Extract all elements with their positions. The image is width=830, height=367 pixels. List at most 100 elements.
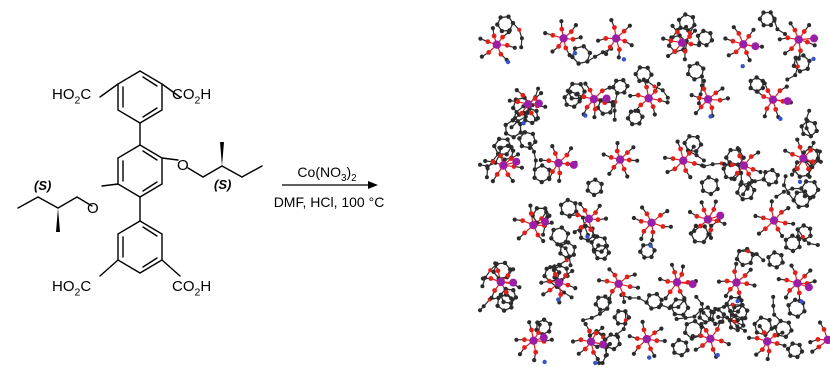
carbon-atom (690, 15, 696, 20)
cobalt-atom (642, 334, 651, 344)
carbon-atom (752, 321, 757, 327)
chain-atom (806, 241, 811, 246)
carboxylate-carbon (662, 155, 668, 160)
carbon-atom (802, 309, 807, 314)
oxygen-atom (798, 48, 803, 54)
oxygen-atom (592, 106, 598, 112)
reaction-arrow-group: Co(NO3)2 DMF, HCl, 100 °C (274, 164, 385, 210)
oxygen-atom (563, 45, 569, 51)
carbon-atom (596, 295, 601, 300)
carbon-atom (757, 16, 763, 22)
nitrogen-atom (708, 114, 713, 119)
carbon-atom (692, 319, 698, 324)
carbon-atom (715, 186, 720, 192)
carboxylate-carbon (666, 53, 671, 59)
oxygen-atom (796, 290, 802, 296)
oxygen-atom (532, 96, 538, 101)
oxygen-atom (727, 286, 733, 292)
carbon-atom (638, 249, 643, 254)
carbon-atom (637, 78, 642, 84)
oxygen-atom (611, 164, 617, 170)
carbon-atom (510, 20, 516, 26)
oxygen-atom (528, 110, 534, 116)
carboxylate-carbon (597, 203, 602, 208)
carbon-atom (794, 160, 800, 165)
chain-atom (807, 108, 812, 113)
carboxylate-carbon (786, 206, 791, 211)
carboxylate-carbon (723, 293, 729, 299)
oxygen-atom (557, 170, 563, 176)
carboxylate-carbon (726, 53, 731, 58)
carbon-atom (517, 136, 522, 141)
nitrogen-atom (647, 355, 652, 360)
carboxylate-carbon (693, 347, 698, 352)
chain-atom (480, 284, 485, 289)
carbon-atom (617, 341, 622, 347)
carboxylate-carbon (615, 141, 620, 146)
oxygen-atom (553, 272, 558, 277)
nitrogen-atom (542, 359, 547, 365)
carbon-atom (714, 178, 719, 183)
carbon-atom (612, 315, 617, 320)
carbon-atom (495, 22, 500, 27)
carboxylate-carbon (652, 353, 657, 358)
carbon-atom (603, 294, 608, 299)
carboxylate-carbon (796, 56, 801, 61)
chain-atom (517, 27, 522, 32)
carboxylate-carbon (567, 53, 572, 58)
chain-atom (804, 126, 809, 131)
conditions-label: DMF, HCl, 100 °C (274, 194, 385, 210)
oxygen-atom (779, 209, 784, 215)
carboxylate-carbon (661, 36, 666, 41)
carbon-atom (683, 12, 688, 17)
carbon-atom (582, 89, 587, 94)
carboxylate-carbon (550, 144, 555, 149)
chain-atom (743, 328, 747, 333)
oxygen-atom (665, 279, 671, 284)
chain-atom (694, 153, 699, 158)
chain-atom (612, 108, 617, 113)
oxygen-atom (737, 153, 743, 159)
carboxylate-carbon (747, 335, 752, 340)
carboxylate-carbon (512, 217, 517, 222)
carbon-atom (790, 341, 795, 346)
carbon-atom (644, 300, 649, 305)
carbon-atom (812, 180, 817, 185)
carboxylate-carbon (629, 43, 634, 48)
oxygen-atom (670, 156, 676, 162)
oxygen-atom (701, 207, 707, 213)
carbon-atom (728, 147, 733, 153)
cobalt-atom (496, 277, 505, 287)
carbon-atom (614, 78, 619, 84)
carbon-atom (509, 305, 514, 310)
carbon-atom (502, 260, 508, 266)
oxygen-atom (591, 350, 596, 355)
carbon-atom (511, 105, 516, 111)
carbon-atom (805, 66, 810, 72)
carbon-atom (702, 224, 707, 229)
oxygen-atom (627, 284, 633, 290)
carbon-atom (558, 202, 564, 207)
oxygen-atom (652, 88, 658, 94)
carboxylate-carbon (692, 28, 698, 33)
carbon-atom (796, 204, 801, 209)
carboxylate-carbon (557, 178, 562, 183)
chain-atom (569, 295, 574, 300)
oxygen-atom (795, 166, 800, 172)
oxygen-atom (593, 210, 598, 216)
carbon-atom (593, 177, 598, 182)
oxygen-atom (522, 230, 527, 236)
cobalt-atom (823, 335, 830, 345)
oxygen-atom (641, 228, 647, 234)
carbon-atom (687, 134, 692, 139)
oxygen-atom (522, 345, 527, 350)
carboxylate-carbon (817, 320, 823, 325)
oxygen-atom (536, 330, 541, 335)
oxygen-atom (677, 289, 683, 294)
carbon-atom (615, 90, 620, 96)
oxygen-atom (556, 44, 562, 49)
carboxylate-carbon (627, 334, 632, 339)
oxygen-atom (816, 344, 822, 350)
cobalt-atom (599, 340, 607, 349)
oxygen-atom (703, 328, 709, 333)
